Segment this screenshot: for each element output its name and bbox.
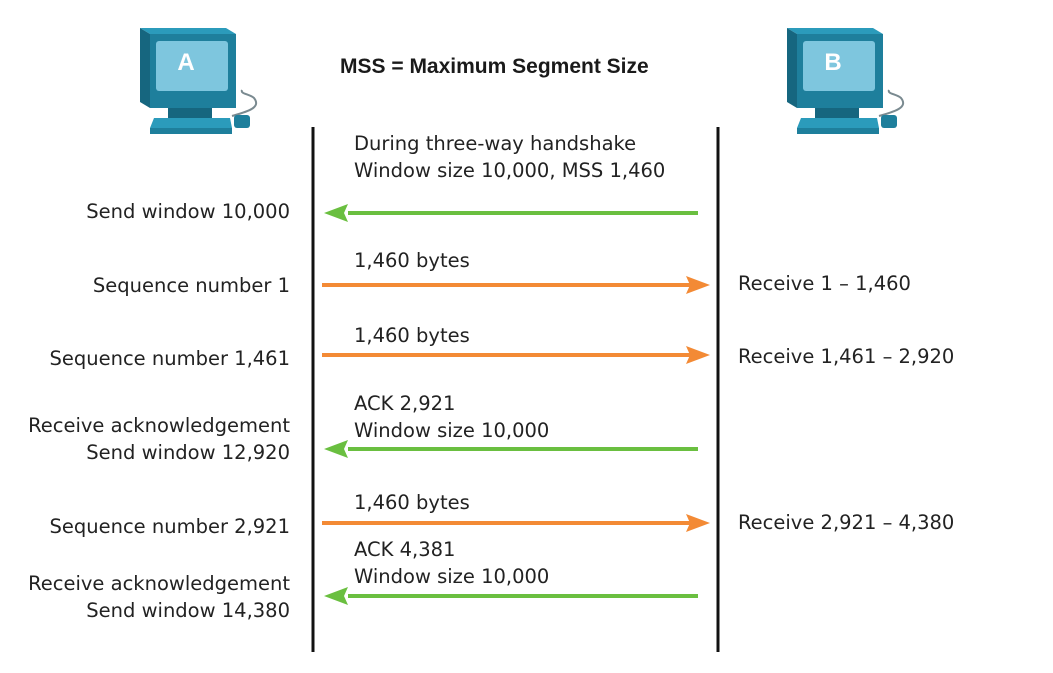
- message-label: 1,460 bytes: [354, 324, 470, 347]
- host-a-state-label: Receive acknowledgement: [28, 414, 290, 437]
- message-label: ACK 4,381: [354, 538, 456, 561]
- message-label: ACK 2,921: [354, 392, 456, 415]
- host-a-state-label: Sequence number 2,921: [49, 515, 290, 538]
- ack-arrow-b-to-a: [324, 204, 698, 222]
- host-b-label: B: [824, 49, 841, 76]
- host-b-computer-icon: [786, 27, 905, 135]
- host-a-state-label: Send window 12,920: [86, 441, 290, 464]
- segment-arrow-a-to-b: [322, 346, 710, 364]
- host-a-state-label: Sequence number 1,461: [49, 347, 290, 370]
- host-a-state-label: Sequence number 1: [92, 274, 290, 297]
- host-b-state-label: Receive 1 – 1,460: [738, 272, 911, 295]
- message-label: 1,460 bytes: [354, 249, 470, 272]
- segment-arrow-a-to-b: [322, 514, 710, 532]
- host-a-computer-icon: [139, 27, 258, 135]
- diagram-title: MSS = Maximum Segment Size: [340, 55, 649, 78]
- host-a-label: A: [177, 49, 194, 76]
- host-a-state-label: Send window 14,380: [86, 599, 290, 622]
- ack-arrow-b-to-a: [324, 440, 698, 458]
- host-b-state-label: Receive 2,921 – 4,380: [738, 511, 955, 534]
- host-a-state-label: Send window 10,000: [86, 200, 290, 223]
- message-label: Window size 10,000: [354, 565, 550, 588]
- message-label: Window size 10,000, MSS 1,460: [354, 159, 666, 182]
- message-label: 1,460 bytes: [354, 491, 470, 514]
- host-b-state-label: Receive 1,461 – 2,920: [738, 345, 955, 368]
- host-a-state-label: Receive acknowledgement: [28, 572, 290, 595]
- ack-arrow-b-to-a: [324, 587, 698, 605]
- message-label: Window size 10,000: [354, 419, 550, 442]
- segment-arrow-a-to-b: [322, 276, 710, 294]
- message-label: During three-way handshake: [354, 132, 637, 155]
